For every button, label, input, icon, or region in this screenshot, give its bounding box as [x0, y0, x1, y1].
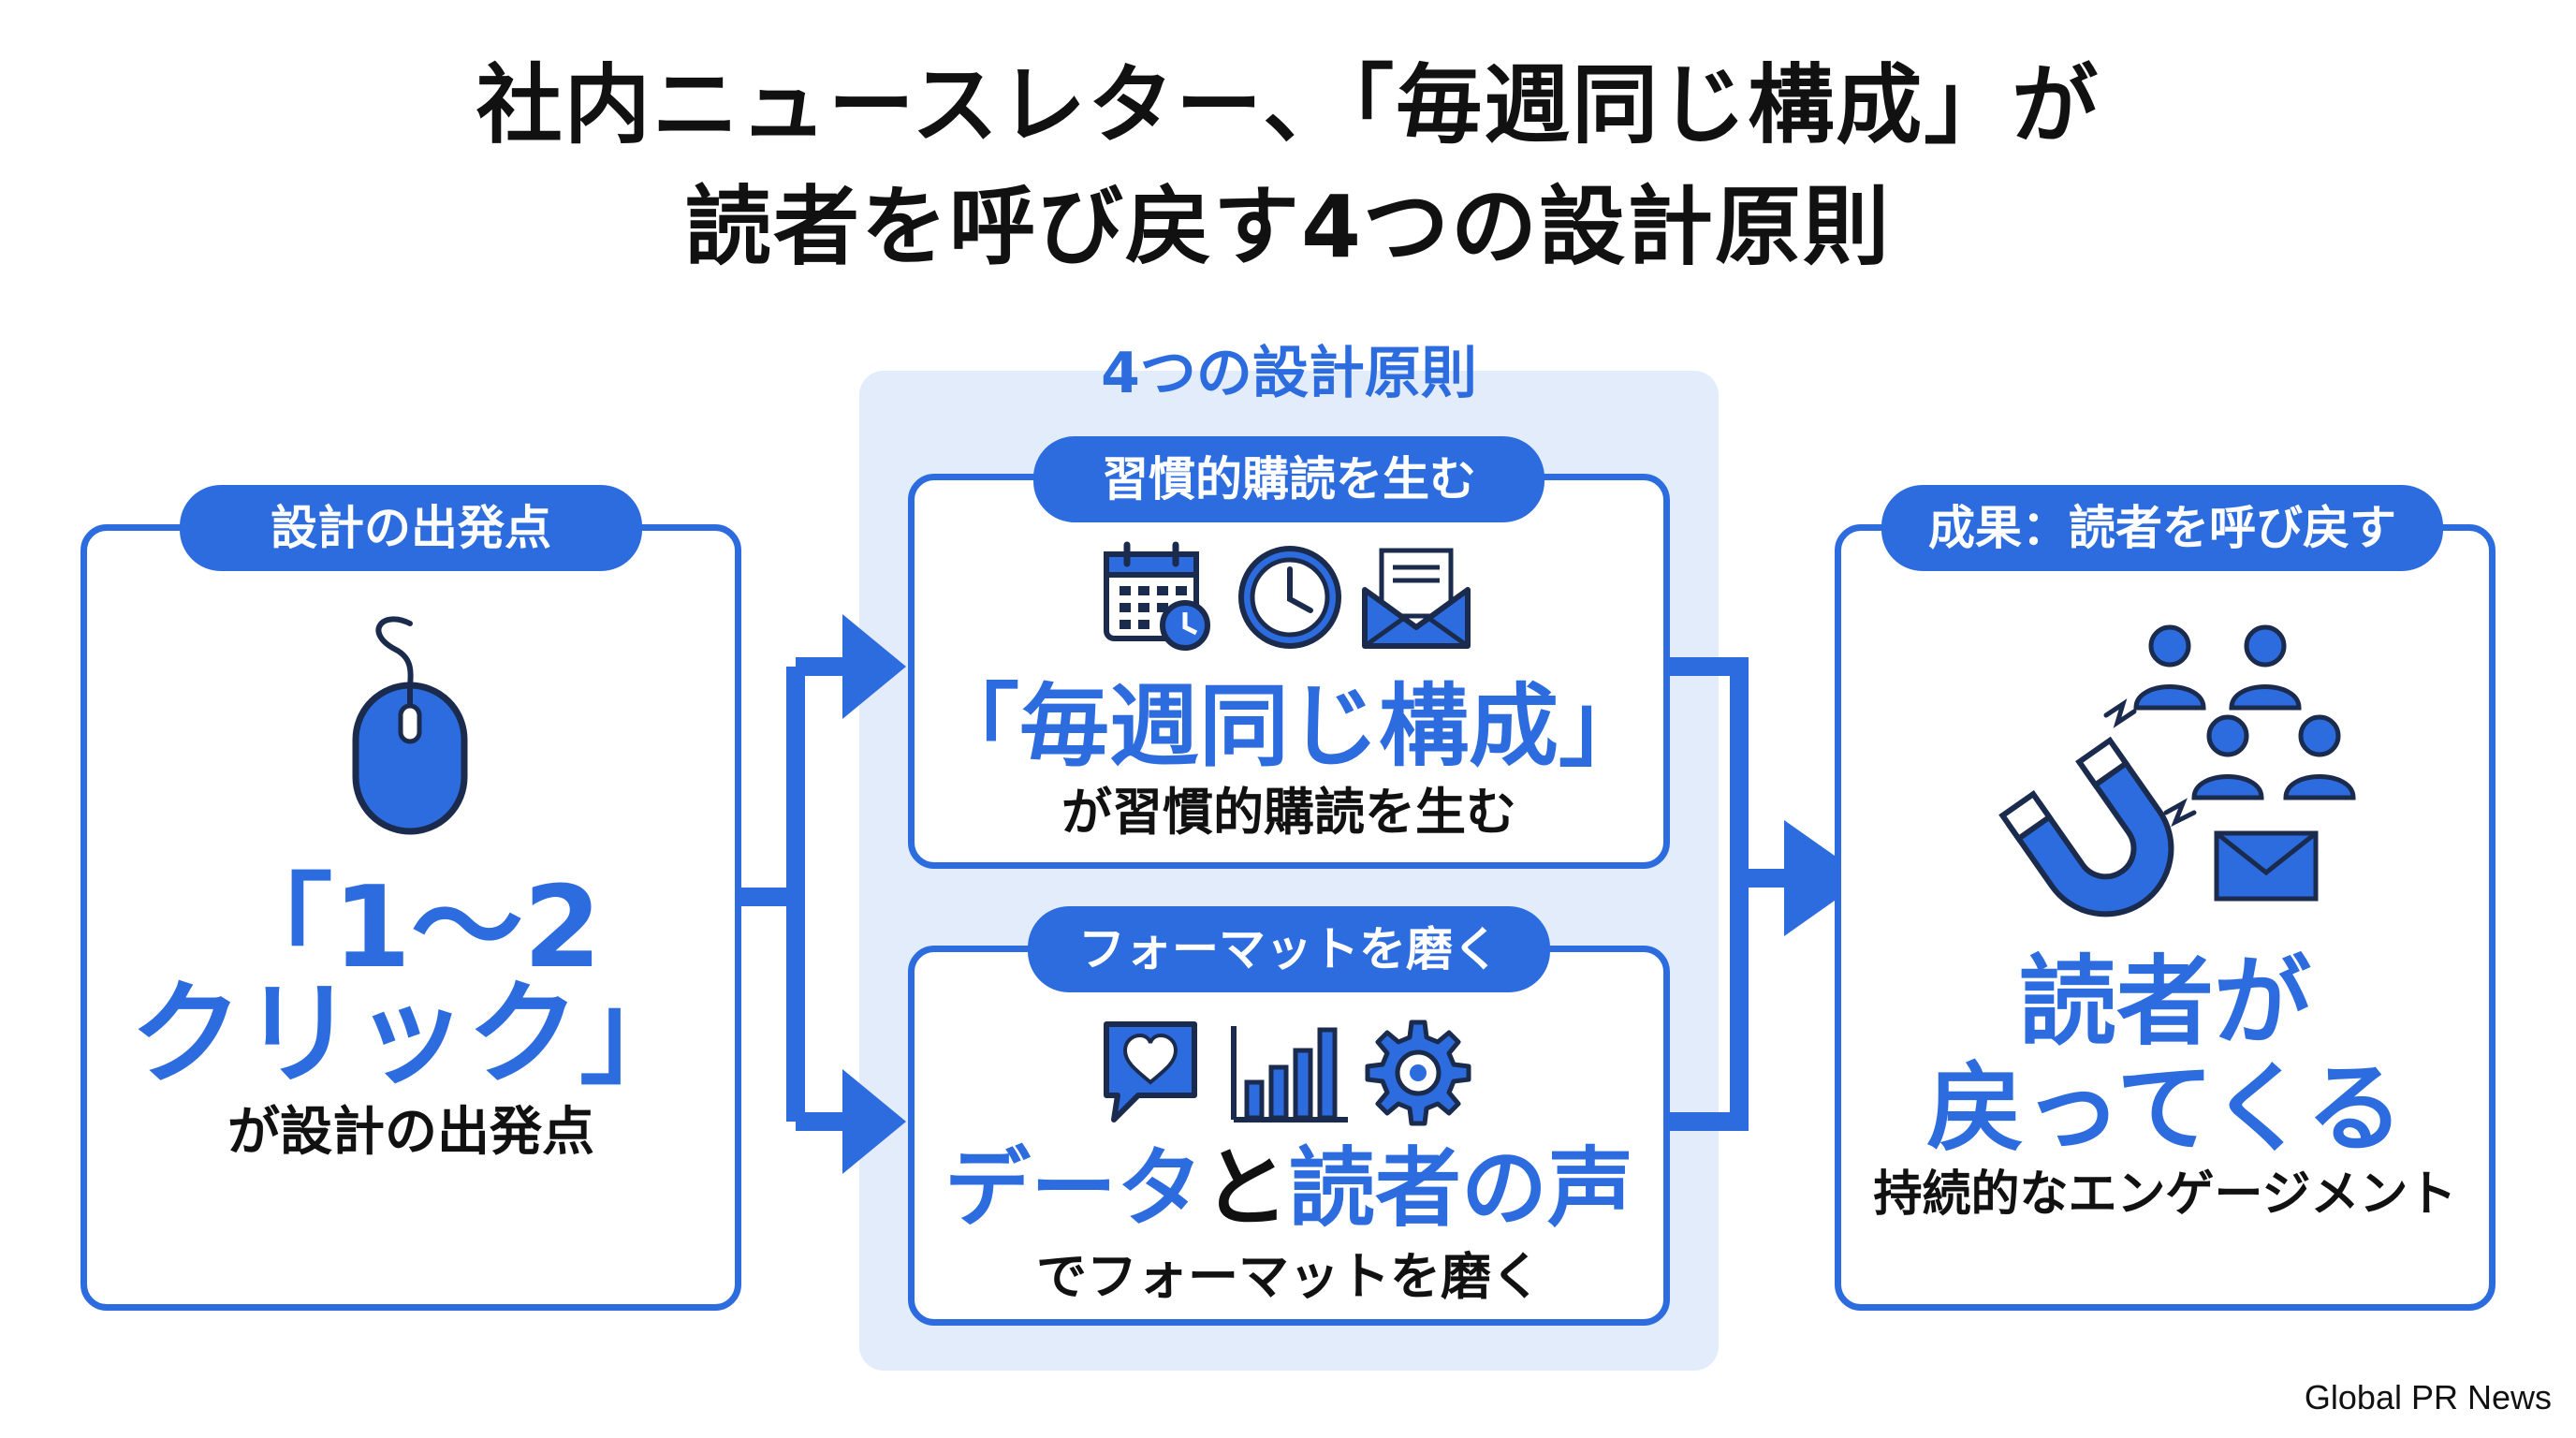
left-headline-line1: 「1～2	[220, 863, 602, 993]
principle-bottom-icons	[1097, 1017, 1481, 1129]
arrow-head-right	[1784, 820, 1866, 936]
mouse-icon	[344, 614, 476, 839]
principle-bottom-subtext: でフォーマットを磨く	[1036, 1247, 1542, 1306]
principle-top-icons	[1103, 541, 1477, 653]
principle-card-bottom	[908, 946, 1670, 1326]
principles-section-label: 4つの設計原則	[1101, 341, 1477, 406]
calendar-clock-icon	[1104, 541, 1210, 651]
outcome-subtext: 持続的なエンゲージメント	[1873, 1167, 2457, 1223]
headline-and: と	[1202, 1138, 1289, 1239]
magnet-people-icon	[1983, 618, 2357, 917]
principle-top-subtext: が習慣的購読を生む	[1061, 783, 1516, 842]
envelope-letter-icon	[1362, 548, 1471, 649]
outcome-pill: 成果：読者を呼び戻す	[1881, 485, 2443, 571]
principle-bottom-headline: データと読者の声	[908, 1135, 1670, 1243]
source-credit: Global PR News	[2304, 1378, 2552, 1416]
arrow-head-top	[842, 614, 906, 719]
arrow-head-bottom	[842, 1069, 906, 1174]
headline-reader-voice: 読者の声	[1289, 1138, 1634, 1239]
heart-chat-icon	[1104, 1021, 1197, 1123]
principle-bottom-pill: フォーマットを磨く	[1028, 906, 1550, 992]
bar-chart-icon	[1231, 1026, 1348, 1123]
starting-point-card	[80, 524, 741, 1311]
outcome-headline-line2: 戻ってくる	[1926, 1051, 2404, 1166]
clock-icon	[1238, 546, 1341, 649]
principle-card-top	[908, 474, 1670, 869]
envelope-icon	[2214, 830, 2319, 902]
starting-point-pill: 設計の出発点	[180, 485, 642, 571]
principle-top-pill: 習慣的購読を生む	[1033, 436, 1544, 522]
outcome-headline-line1: 読者が	[2018, 945, 2311, 1059]
principle-top-headline: 「毎週同じ構成」	[929, 674, 1648, 779]
headline-data: データ	[944, 1138, 1203, 1239]
left-subtext: が設計の出発点	[227, 1102, 594, 1163]
gear-icon	[1365, 1020, 1471, 1126]
left-headline-line2: クリック」	[130, 970, 692, 1100]
